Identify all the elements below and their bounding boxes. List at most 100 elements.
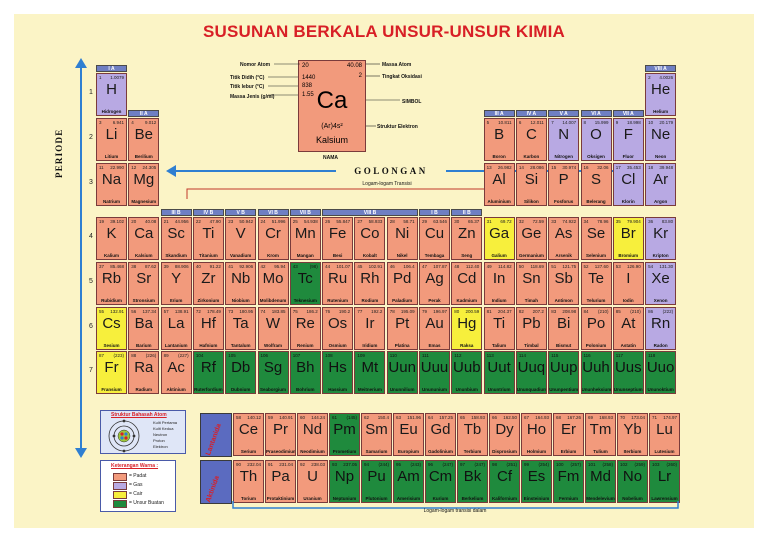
element-number: 51 <box>551 264 557 269</box>
element-symbol: Bh <box>296 359 315 376</box>
page-title: SUSUNAN BERKALA UNSUR-UNSUR KIMIA <box>202 22 566 41</box>
key-mp: 838 <box>302 83 313 89</box>
period-number: 3 <box>89 179 93 186</box>
element-mass: 20.179 <box>659 120 674 125</box>
element-symbol: Uuq <box>517 359 546 376</box>
element-mass: 164.93 <box>535 415 549 420</box>
element-name: Meitnerium <box>357 387 382 392</box>
element-name: Plutonium <box>365 496 388 501</box>
element-name: Lutesium <box>654 449 675 454</box>
element-number: 19 <box>99 219 105 224</box>
element-name: Berilium <box>134 154 153 159</box>
element-name: Germanium <box>518 253 544 258</box>
element-number: 116 <box>583 353 591 358</box>
element-name: Nikel <box>396 253 408 258</box>
element-number: 35 <box>615 219 621 224</box>
element-name: Iodin <box>622 298 634 303</box>
element-number: 84 <box>583 309 589 314</box>
element-symbol: Fe <box>328 225 347 242</box>
element-mass: 173.04 <box>631 415 645 420</box>
element-symbol: Hf <box>200 315 216 332</box>
element-name: Terbium <box>463 449 482 454</box>
element-name: Teknesium <box>293 298 317 303</box>
element-number: 42 <box>260 264 266 269</box>
element-symbol: Pa <box>271 468 290 485</box>
element-symbol: Sc <box>167 225 185 242</box>
element-name: Karbon <box>523 154 540 159</box>
element-mass: 74.922 <box>562 219 577 224</box>
element-name: Holmium <box>526 449 547 454</box>
element-mass: 39.102 <box>110 219 124 224</box>
element-symbol: Kr <box>653 225 669 242</box>
element-number: 97 <box>460 462 466 467</box>
element-name: Ununquadium <box>516 387 547 392</box>
color-legend-box: Keterangan Warna : = Padat = Gas = Cair … <box>100 460 176 512</box>
element-mass: 232.04 <box>247 462 261 467</box>
element-mass: (210) <box>597 309 609 314</box>
element-symbol: Ba <box>134 315 153 332</box>
element-mass: 192.2 <box>371 309 383 314</box>
element-number: 104 <box>195 353 204 358</box>
element-name: Argon <box>653 199 668 204</box>
element-mass: 69.72 <box>500 219 512 224</box>
element-symbol: Bk <box>463 468 482 485</box>
element-symbol: Uuh <box>582 359 610 376</box>
element-mass: 22.990 <box>110 165 124 170</box>
element-name: Belerang <box>586 199 606 204</box>
element-symbol: I <box>626 270 631 287</box>
lantanida-tag: Lantanida <box>200 413 232 457</box>
legend-synthetic: = Unsur Buatan <box>129 500 164 506</box>
element-number: 26 <box>325 219 331 224</box>
element-number: 45 <box>357 264 363 269</box>
element-name: Raksa <box>460 343 474 348</box>
element-symbol: Cd <box>457 270 477 287</box>
group-header-via: VI A <box>580 110 612 117</box>
element-mass: 157.25 <box>439 415 453 420</box>
element-name: Samarium <box>365 449 388 454</box>
element-number: 40 <box>195 264 201 269</box>
element-symbol: Si <box>524 171 539 188</box>
element-symbol: No <box>622 468 643 485</box>
element-mass: (251) <box>506 462 517 467</box>
element-mass: 78.96 <box>597 219 609 224</box>
group-header-viia: VII A <box>612 110 644 117</box>
element-number: 50 <box>518 264 524 269</box>
element-number: 41 <box>228 264 234 269</box>
element-symbol: Am <box>397 468 420 485</box>
element-number: 27 <box>357 219 363 224</box>
element-number: 46 <box>389 264 395 269</box>
element-number: 57 <box>163 309 169 314</box>
element-number: 87 <box>99 353 105 358</box>
element-number: 32 <box>518 219 524 224</box>
period-number: 4 <box>89 233 93 240</box>
element-name: Xenon <box>653 298 668 303</box>
element-number: 99 <box>524 462 530 467</box>
element-mass: 112.40 <box>465 264 480 269</box>
transisi-label: Logam-logam Transisi <box>362 181 412 187</box>
element-name: Ununnilium <box>389 387 415 392</box>
